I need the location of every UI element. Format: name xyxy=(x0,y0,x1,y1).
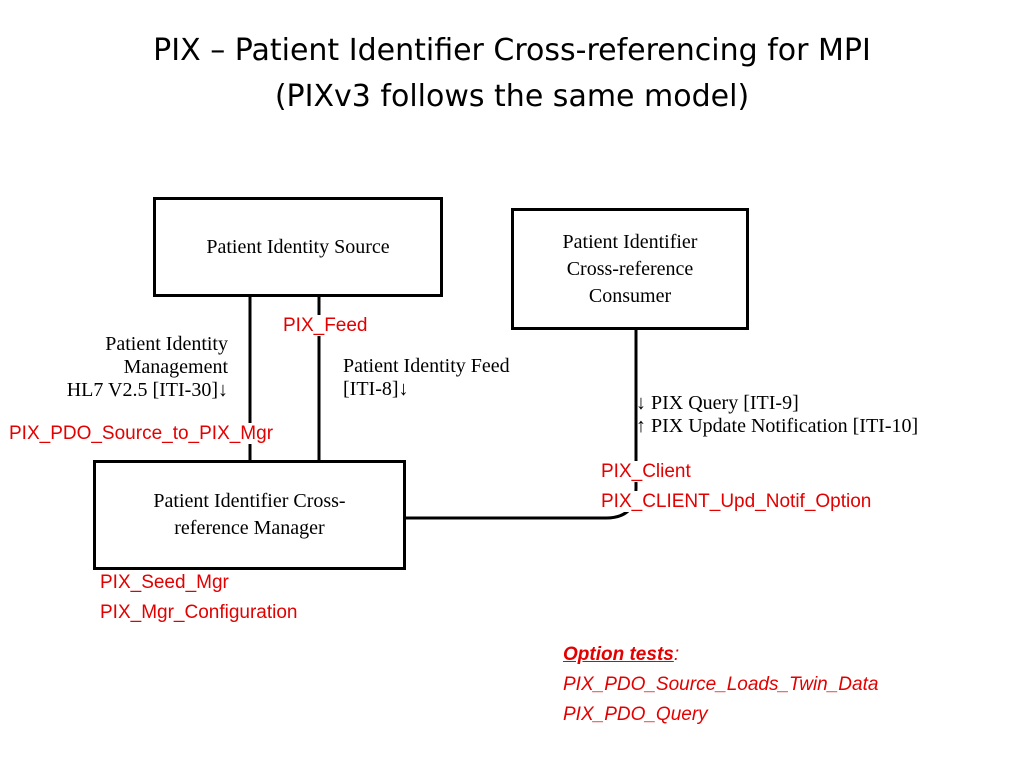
manager-label-line-2: reference Manager xyxy=(174,517,325,539)
consumer-label-line-3: Consumer xyxy=(588,284,672,307)
manager-label-line-1: Patient Identifier Cross- xyxy=(153,490,346,512)
query-line: ↓ PIX Query [ITI-9] xyxy=(636,392,799,414)
pdo-source-text: PIX_PDO_Source_to_PIX_Mgr xyxy=(8,423,275,444)
option-tests-heading: Option tests: xyxy=(563,640,878,670)
pix-feed-test: PIX_Feed xyxy=(282,311,369,341)
pix-feed-text: PIX_Feed xyxy=(282,315,369,336)
consumer-label-line-1: Patient Identifier xyxy=(562,230,698,253)
title-line-2: (PIXv3 follows the same model) xyxy=(274,79,750,114)
consumer-box: Patient Identifier Cross-reference Consu… xyxy=(511,208,749,330)
manager-box: Patient Identifier Cross- reference Mana… xyxy=(93,460,406,570)
patient-identity-source-box: Patient Identity Source xyxy=(153,197,443,297)
option-tests: Option tests: PIX_PDO_Source_Loads_Twin_… xyxy=(563,640,878,730)
update-line: ↑ PIX Update Notification [ITI-10] xyxy=(636,415,919,437)
pim-line-3: HL7 V2.5 [ITI-30]↓ xyxy=(66,379,228,401)
pdo-source-test: PIX_PDO_Source_to_PIX_Mgr xyxy=(8,419,275,449)
mgr-config-test-text: PIX_Mgr_Configuration xyxy=(100,602,298,623)
title-line-1: PIX – Patient Identifier Cross-referenci… xyxy=(153,33,871,68)
pim-transaction-label: Patient Identity Management HL7 V2.5 [IT… xyxy=(18,333,228,402)
client-upd-test-text: PIX_CLIENT_Upd_Notif_Option xyxy=(600,491,873,512)
option-heading-colon: : xyxy=(673,644,680,665)
option-test-1: PIX_PDO_Source_Loads_Twin_Data xyxy=(563,674,879,695)
pim-line-1: Patient Identity xyxy=(105,333,228,355)
source-label: Patient Identity Source xyxy=(206,235,390,258)
client-tests: PIX_Client PIX_CLIENT_Upd_Notif_Option xyxy=(600,457,873,517)
feed-line-2: [ITI-8]↓ xyxy=(343,378,409,400)
client-test-text: PIX_Client xyxy=(600,461,692,482)
option-heading-text: Option tests xyxy=(563,644,674,665)
query-transaction-label: ↓ PIX Query [ITI-9] ↑ PIX Update Notific… xyxy=(636,392,918,438)
feed-line-1: Patient Identity Feed xyxy=(343,355,510,377)
pim-line-2: Management xyxy=(123,356,228,378)
feed-transaction-label: Patient Identity Feed [ITI-8]↓ xyxy=(343,355,510,401)
manager-tests: PIX_Seed_Mgr PIX_Mgr_Configuration xyxy=(100,568,298,628)
consumer-label-line-2: Cross-reference xyxy=(566,257,694,280)
option-test-2: PIX_PDO_Query xyxy=(563,704,708,725)
seed-mgr-test-text: PIX_Seed_Mgr xyxy=(100,572,229,593)
slide-title: PIX – Patient Identifier Cross-referenci… xyxy=(0,28,1024,120)
